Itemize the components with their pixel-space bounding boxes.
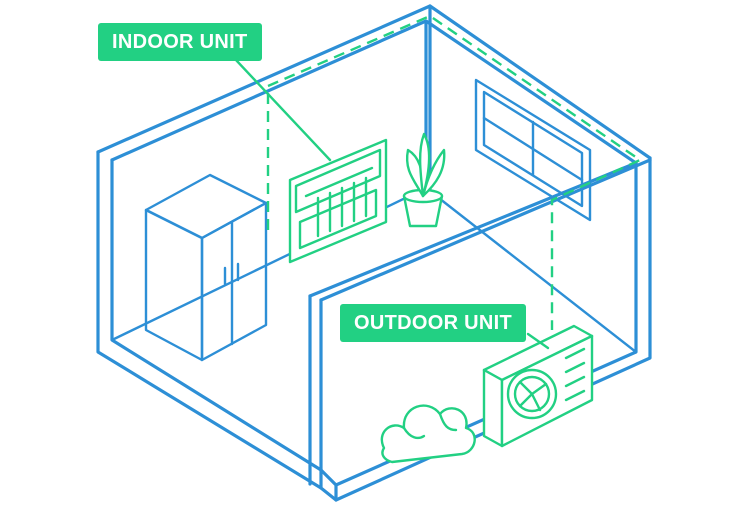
refrigerant-line — [234, 14, 643, 350]
indoor-leader-line — [234, 58, 332, 162]
cabinet — [144, 173, 268, 362]
left-wall-outer — [96, 150, 323, 490]
window — [474, 78, 592, 222]
indoor-unit-label: INDOOR UNIT — [98, 23, 262, 61]
room-walls — [96, 4, 652, 502]
indoor-unit — [288, 138, 388, 264]
outdoor-unit-label: OUTDOOR UNIT — [340, 304, 527, 342]
front-partition-wall — [319, 468, 338, 502]
back-right-wall-top — [428, 4, 652, 160]
refrigerant-pipe — [266, 14, 643, 330]
front-partition-top-inner — [319, 158, 652, 302]
outdoor-leader-line — [526, 332, 550, 350]
back-right-wall-top-inner — [424, 19, 638, 165]
outdoor-unit — [482, 324, 594, 448]
potted-plant — [402, 132, 446, 228]
bush — [380, 404, 476, 464]
